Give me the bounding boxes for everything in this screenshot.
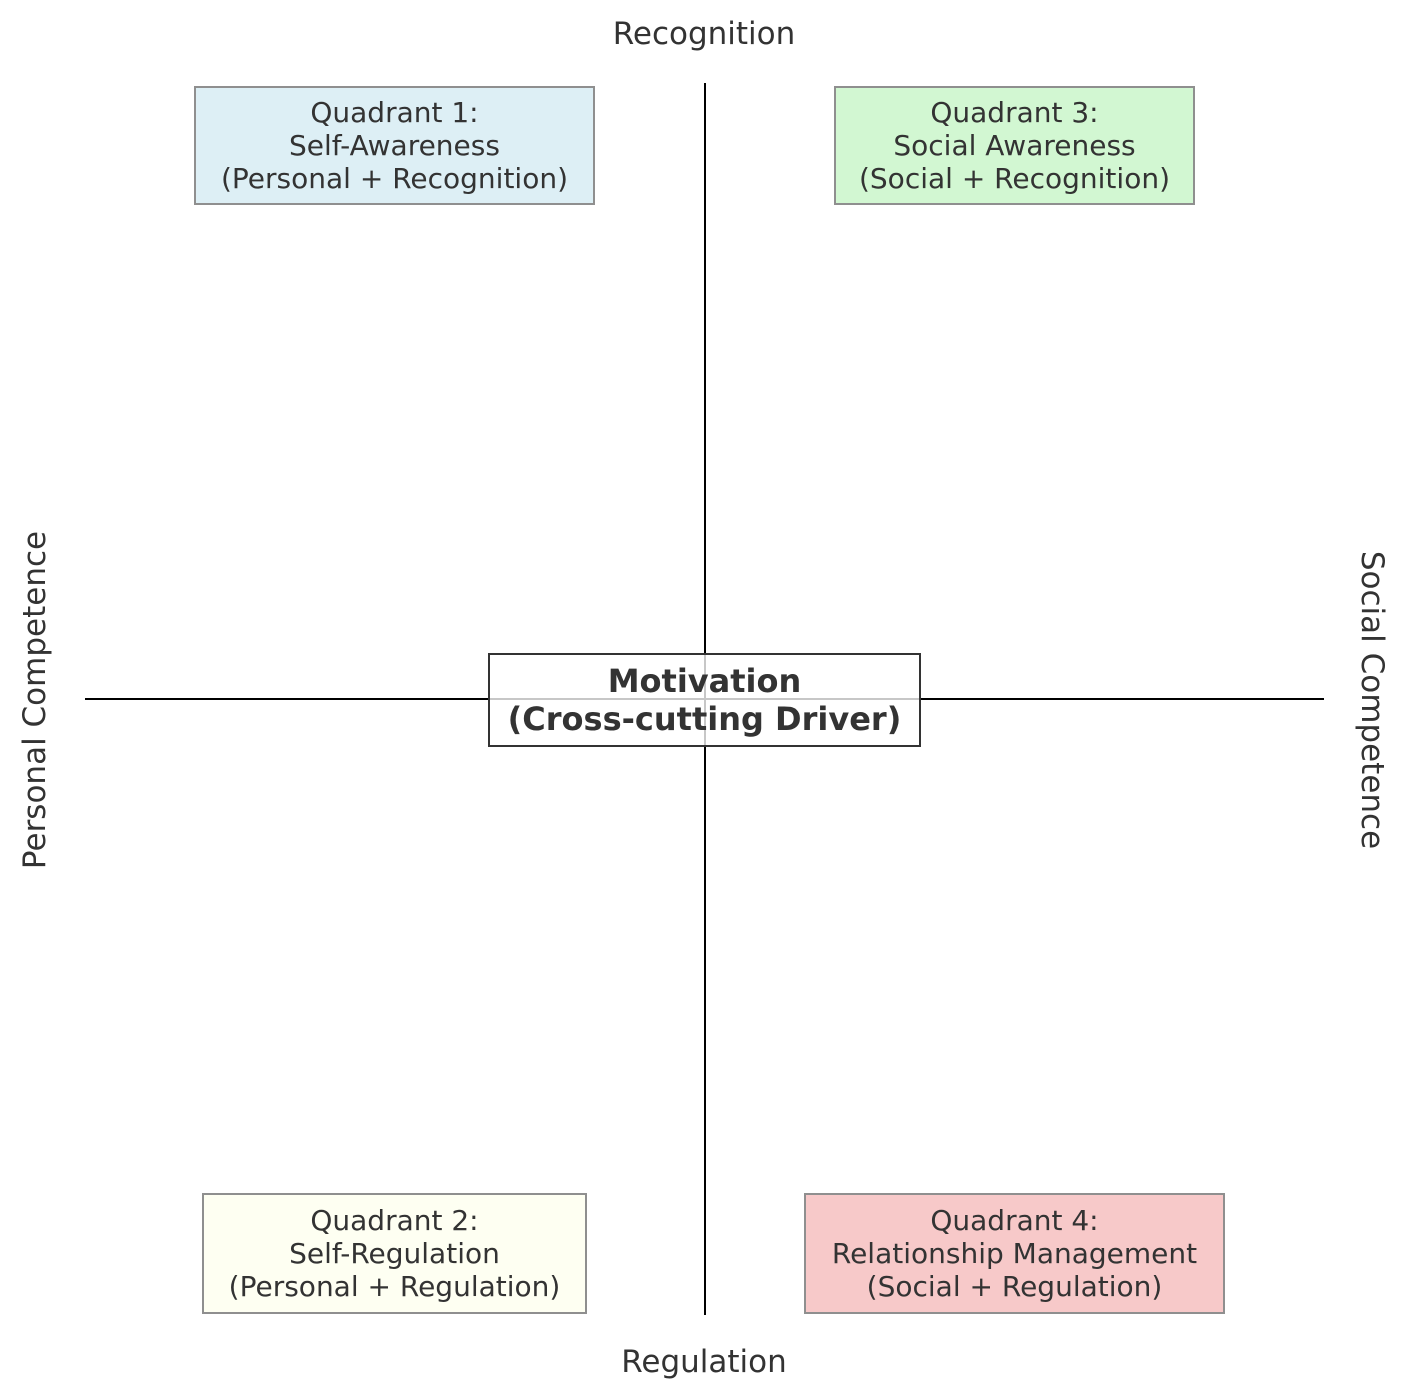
axis-label-top: Recognition: [612, 16, 796, 52]
axis-label-right: Social Competence: [1354, 550, 1390, 850]
quadrant-2-title: Quadrant 2:: [310, 1204, 479, 1237]
quadrant-3-description: (Social + Recognition): [858, 162, 1170, 195]
quadrant-1-title: Quadrant 1:: [310, 96, 479, 129]
motivation-title: Motivation: [607, 662, 802, 700]
quadrant-4-box: Quadrant 4: Relationship Management (Soc…: [804, 1193, 1225, 1314]
quadrant-1-name: Self-Awareness: [289, 129, 500, 162]
quadrant-2-description: (Personal + Regulation): [228, 1270, 561, 1303]
motivation-center-box: Motivation (Cross-cutting Driver): [488, 653, 921, 747]
quadrant-1-description: (Personal + Recognition): [220, 162, 569, 195]
quadrant-2-box: Quadrant 2: Self-Regulation (Personal + …: [202, 1193, 587, 1314]
quadrant-4-name: Relationship Management: [831, 1237, 1198, 1270]
quadrant-3-name: Social Awareness: [893, 129, 1136, 162]
quadrant-3-box: Quadrant 3: Social Awareness (Social + R…: [834, 86, 1195, 205]
axis-label-bottom: Regulation: [621, 1344, 787, 1380]
quadrant-1-box: Quadrant 1: Self-Awareness (Personal + R…: [194, 86, 595, 205]
quadrant-2-name: Self-Regulation: [289, 1237, 500, 1270]
quadrant-4-title: Quadrant 4:: [930, 1204, 1099, 1237]
motivation-subtitle: (Cross-cutting Driver): [507, 700, 902, 738]
axis-label-left: Personal Competence: [17, 530, 53, 870]
quadrant-4-description: (Social + Regulation): [866, 1270, 1163, 1303]
quadrant-3-title: Quadrant 3:: [930, 96, 1099, 129]
